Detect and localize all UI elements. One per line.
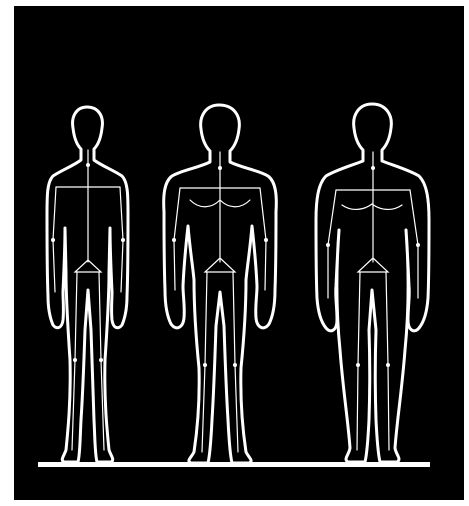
figure-heavy-joint [386, 363, 390, 367]
ground-line [38, 462, 430, 467]
figure-athletic-right-leg [233, 272, 238, 452]
figure-athletic-left-leg [202, 272, 207, 452]
figure-athletic-joint [233, 363, 237, 367]
figure-slim [47, 107, 128, 462]
figure-slim-joint [99, 358, 103, 362]
figure-slim-joint [73, 358, 77, 362]
figure-athletic-joint [264, 238, 268, 242]
figure-heavy-joint [416, 243, 420, 247]
figure-heavy-joint [326, 243, 330, 247]
figure-heavy-joint [356, 363, 360, 367]
figure-slim-joint [121, 238, 125, 242]
figure-slim-joint [51, 238, 55, 242]
figure-athletic-joint [203, 363, 207, 367]
figure-athletic [164, 105, 277, 463]
figure-slim-joint [86, 163, 90, 167]
figure-heavy-joint [371, 166, 375, 170]
figure-heavy-left-leg [357, 272, 360, 450]
figure-heavy [316, 104, 429, 462]
figure-heavy-right-leg [386, 272, 389, 450]
figure-athletic-joint [172, 238, 176, 242]
figure-athletic-joint [218, 166, 222, 170]
figure-heavy-chest [342, 204, 402, 209]
